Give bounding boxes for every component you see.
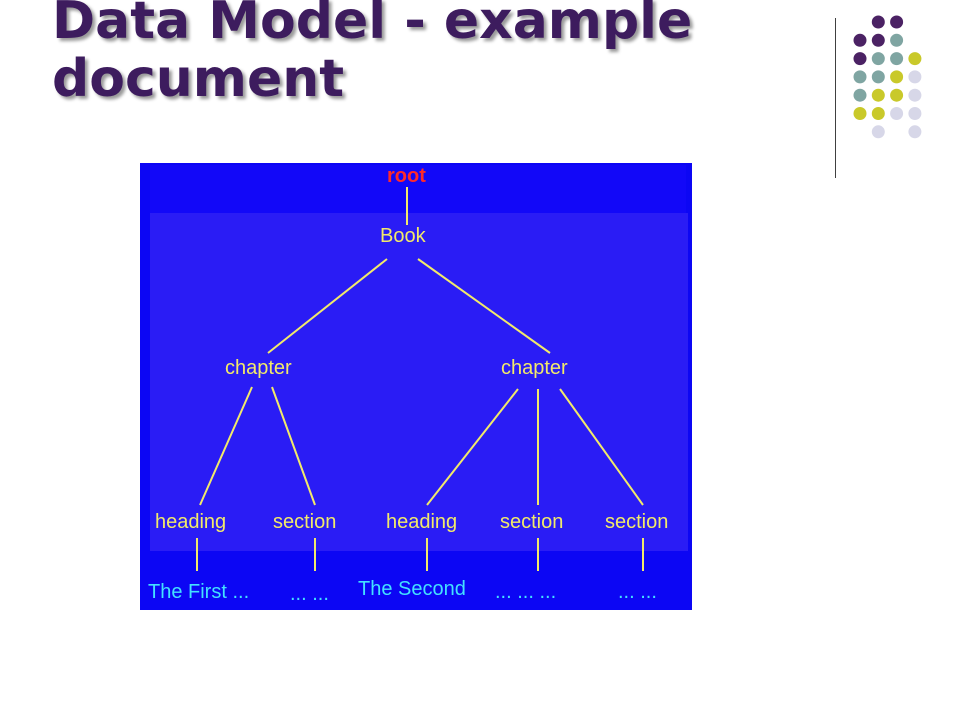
edge-book-chapter-1 (267, 258, 388, 354)
node-heading-1: heading (155, 511, 227, 533)
decorative-dot (853, 88, 867, 102)
node-chapter-1: chapter (225, 357, 292, 379)
leaf-text-2: ... ... (290, 583, 329, 605)
tree-edges (196, 187, 644, 571)
decorative-dot (871, 125, 885, 139)
edge-book-chapter-2 (417, 258, 551, 354)
tree-diagram: root Book chapter chapter heading sectio… (140, 163, 692, 610)
decorative-dot (890, 107, 904, 120)
decorative-dot (853, 107, 867, 120)
node-section-1: section (273, 511, 337, 533)
title-divider-line (835, 18, 836, 178)
leaf-text-5: ... ... (618, 581, 657, 603)
slide-title: Data Model - example document (52, 0, 812, 108)
decorative-dot (853, 70, 867, 84)
node-heading-2: heading (386, 511, 458, 533)
title-line-1: Data Model - example (52, 0, 693, 51)
decorative-dot (908, 52, 922, 66)
decorative-dot (871, 88, 885, 102)
node-section-3: section (605, 511, 669, 533)
decorative-dot (908, 125, 922, 139)
decorative-dot (908, 88, 922, 102)
decorative-dot (871, 33, 885, 47)
node-book: Book (380, 225, 426, 247)
node-root: root (387, 165, 426, 187)
diagram-panel (150, 213, 688, 551)
leaf-text-1: The First ... (148, 581, 250, 603)
decorative-dot-grid (853, 15, 922, 139)
decorative-dot (890, 33, 904, 47)
decorative-dot (908, 107, 922, 120)
decorative-dot (853, 33, 867, 47)
decorative-dot (890, 88, 904, 102)
decorative-dot (871, 15, 885, 29)
edge-chapter-1-section-1 (271, 386, 316, 506)
decorative-dot (853, 52, 867, 66)
decorative-dot (908, 70, 922, 84)
leaf-text-4: ... ... ... (495, 581, 557, 603)
edge-chapter-2-heading-2 (426, 388, 519, 506)
title-line-2: document (52, 49, 345, 109)
diagram-top-band (150, 165, 686, 213)
decorative-dot (871, 107, 885, 120)
edge-chapter-2-section-3 (559, 388, 644, 506)
decorative-dot (871, 70, 885, 84)
decorative-dot (890, 70, 904, 84)
leaf-text-3: The Second (358, 578, 466, 600)
node-section-2: section (500, 511, 564, 533)
decorative-dot (890, 15, 904, 29)
node-chapter-2: chapter (501, 357, 568, 379)
decorative-dot (890, 52, 904, 66)
decorative-dot (871, 52, 885, 66)
edge-chapter-1-heading-1 (199, 386, 253, 506)
